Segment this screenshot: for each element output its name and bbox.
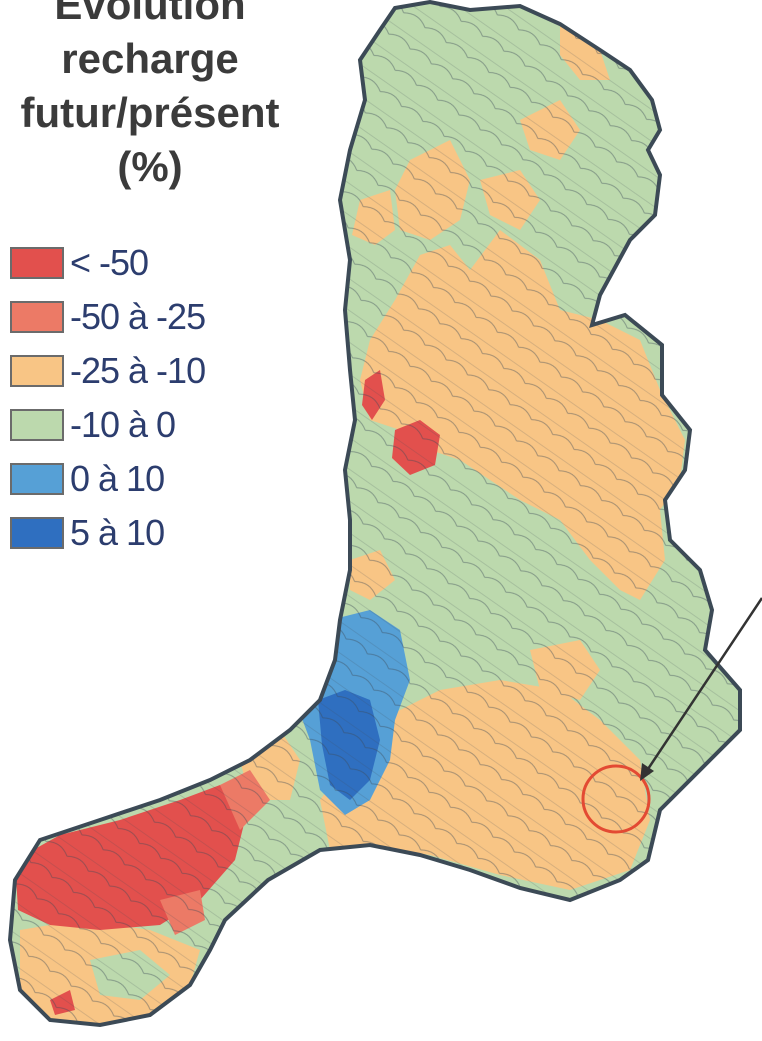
legend-label: 0 à 10 (70, 458, 165, 499)
legend-item: 5 à 10 (10, 506, 205, 560)
legend-label: 5 à 10 (70, 512, 165, 553)
legend-item: -50 à -25 (10, 290, 206, 344)
legend-item: 0 à 10 (10, 452, 205, 506)
legend-label: -25 à -10 (70, 350, 206, 391)
title-line: (%) (117, 143, 183, 190)
legend-swatch (10, 517, 64, 549)
legend-label: < -50 (70, 242, 149, 283)
title-line: Evolution (54, 0, 246, 28)
legend-title: Evolution recharge futur/présent (%) (0, 0, 300, 194)
legend-swatch (10, 355, 64, 387)
annotation-arrow-line (642, 597, 762, 776)
title-line: futur/présent (20, 89, 280, 136)
legend-swatch (10, 463, 64, 495)
legend-item: < -50 (10, 236, 205, 290)
legend-label: -10 à 0 (70, 404, 176, 445)
legend-swatch (10, 301, 64, 333)
legend-label: -50 à -25 (70, 296, 206, 337)
legend-item: -10 à 0 (10, 398, 205, 452)
legend-swatch (10, 247, 64, 279)
legend-item: -25 à -10 (10, 344, 206, 398)
annotation-arrow-head (640, 763, 654, 781)
legend-swatch (10, 409, 64, 441)
annotation-circle (581, 764, 651, 834)
title-line: recharge (61, 35, 239, 82)
map-legend: < -50 -50 à -25 -25 à -10 -10 à 0 0 à 10… (10, 236, 206, 560)
